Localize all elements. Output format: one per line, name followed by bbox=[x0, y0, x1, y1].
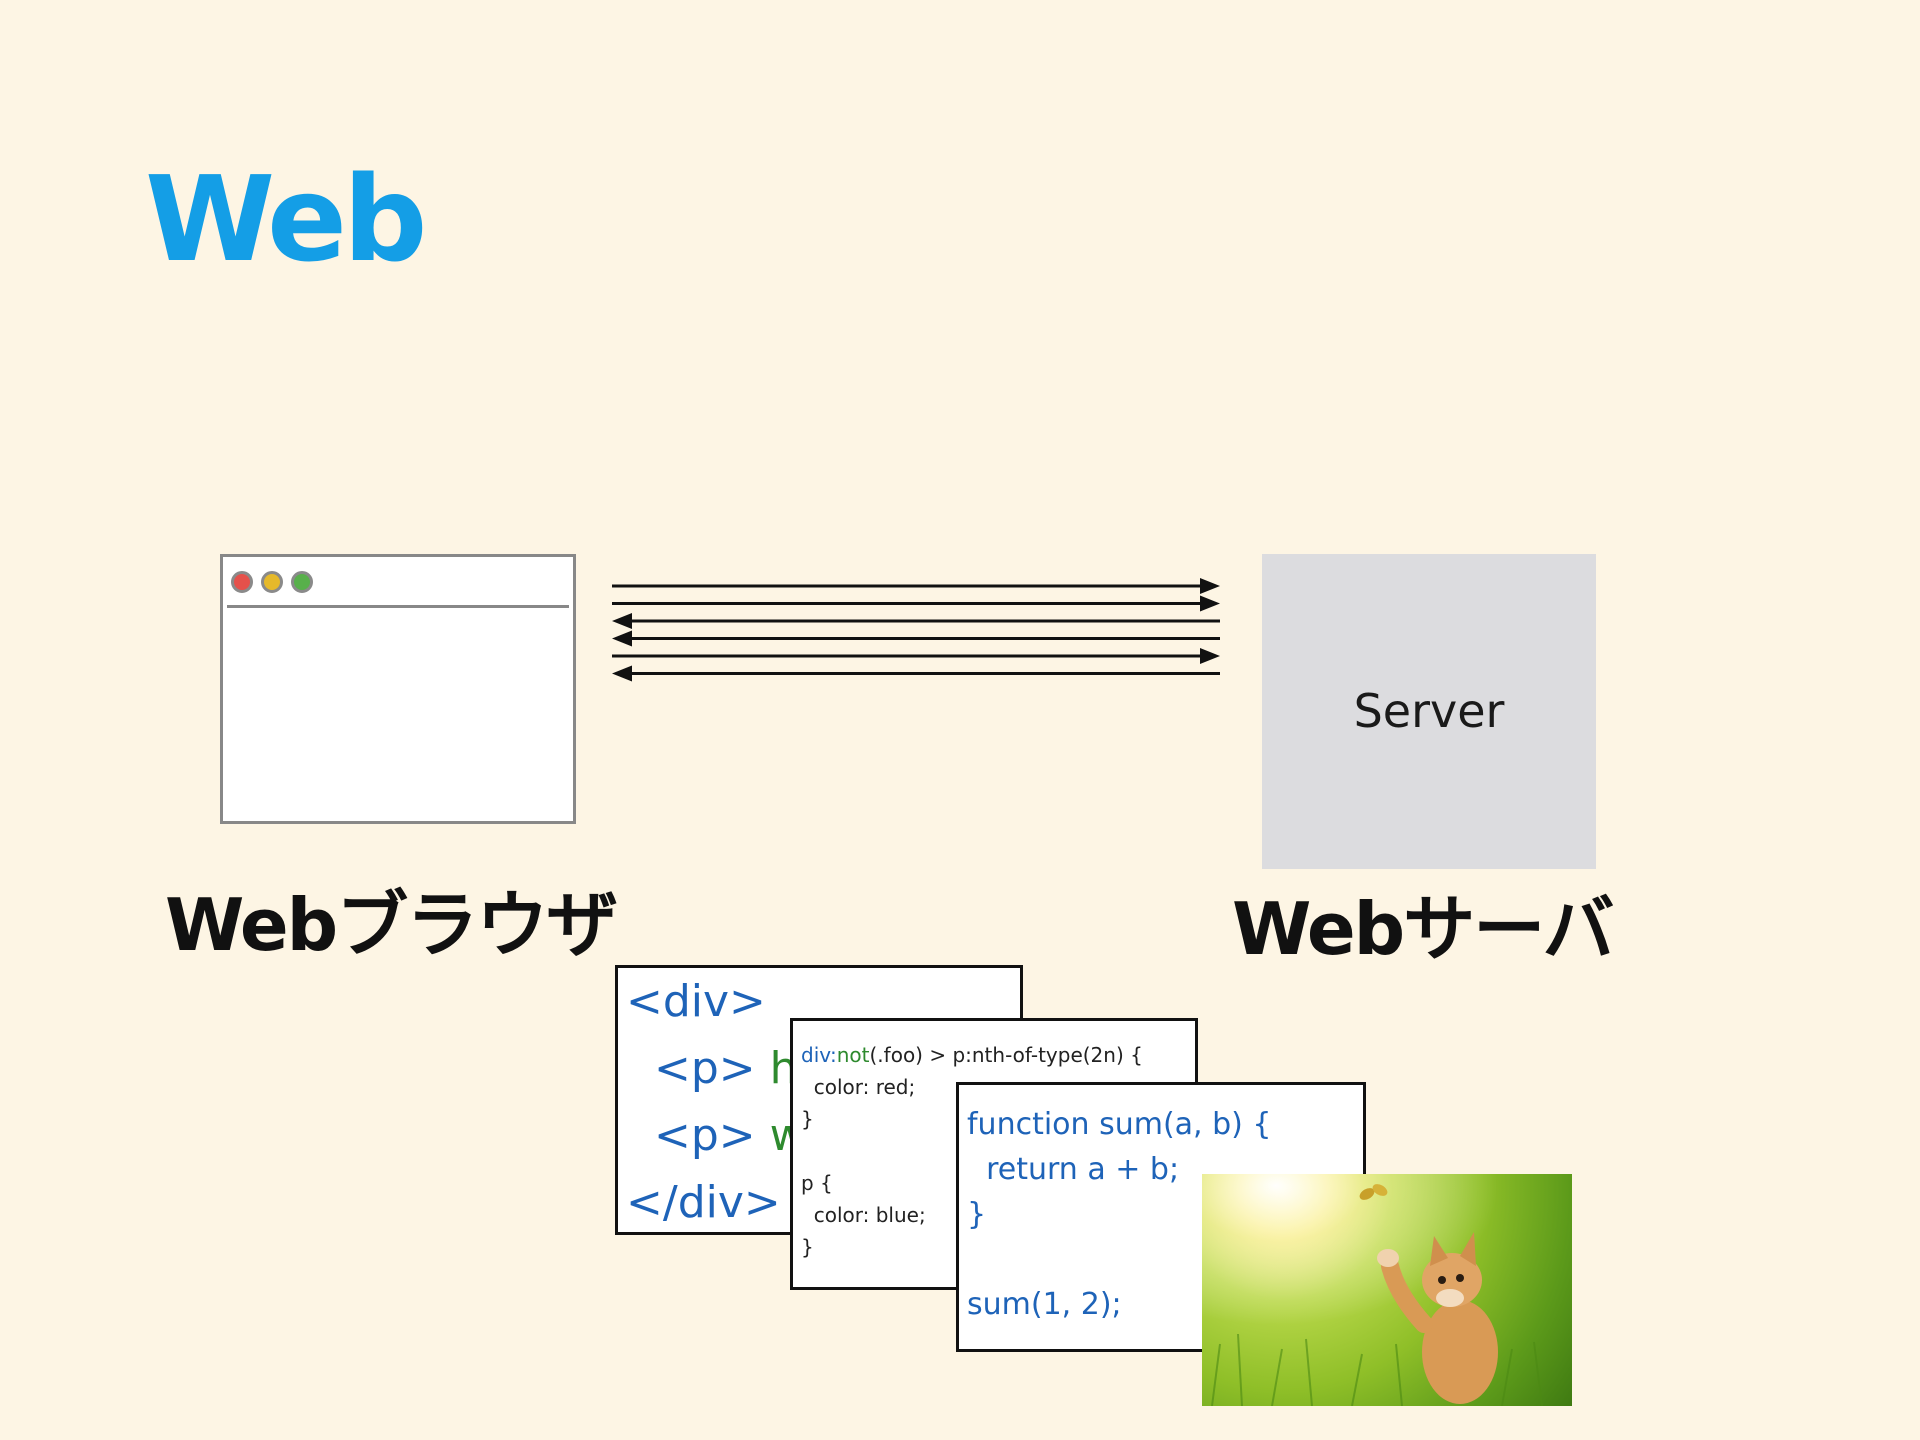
code-token: div: bbox=[801, 1043, 837, 1067]
minimize-dot-icon bbox=[261, 571, 283, 593]
kitten-illustration-icon bbox=[1202, 1174, 1572, 1406]
css-code-line: } bbox=[801, 1235, 814, 1259]
code-token: color: blue; bbox=[801, 1203, 926, 1227]
code-token: } bbox=[967, 1197, 987, 1232]
code-token: (.foo) > p:nth-of-type(2n) { bbox=[869, 1043, 1143, 1067]
arrow-right bbox=[612, 648, 1220, 664]
kitten-photo bbox=[1202, 1174, 1572, 1406]
browser-window-illustration bbox=[220, 554, 576, 824]
arrow-left bbox=[612, 630, 1220, 647]
request-response-arrows bbox=[612, 578, 1220, 682]
code-token: } bbox=[801, 1107, 814, 1131]
arrow-left bbox=[612, 613, 1220, 629]
css-code-line: } bbox=[801, 1107, 814, 1131]
js-code-line: function sum(a, b) { bbox=[967, 1107, 1271, 1142]
css-code-line: p { bbox=[801, 1171, 833, 1195]
code-token: sum(1, 2); bbox=[967, 1287, 1122, 1322]
code-token: } bbox=[801, 1235, 814, 1259]
browser-label: Webブラウザ bbox=[165, 883, 618, 967]
code-token: <div> bbox=[626, 976, 766, 1027]
code-token: <p> bbox=[626, 1043, 770, 1094]
close-dot-icon bbox=[231, 571, 253, 593]
code-token: p { bbox=[801, 1171, 833, 1195]
js-code-line: return a + b; bbox=[967, 1152, 1179, 1187]
js-code-line: sum(1, 2); bbox=[967, 1287, 1122, 1322]
server-box: Server bbox=[1262, 554, 1596, 869]
css-code-line: color: red; bbox=[801, 1075, 916, 1099]
server-box-label: Server bbox=[1353, 684, 1505, 738]
arrow-right bbox=[612, 595, 1220, 612]
arrow-left bbox=[612, 665, 1220, 682]
css-code-line: div:not(.foo) > p:nth-of-type(2n) { bbox=[801, 1043, 1143, 1067]
maximize-dot-icon bbox=[291, 571, 313, 593]
code-token: </div> bbox=[626, 1177, 781, 1228]
css-code-line: color: blue; bbox=[801, 1203, 926, 1227]
browser-toolbar-divider bbox=[227, 605, 569, 608]
slide-title: Web bbox=[145, 150, 427, 288]
code-token: color: red; bbox=[801, 1075, 916, 1099]
html-code-line: <p> w bbox=[626, 1110, 806, 1161]
code-token: not bbox=[836, 1043, 870, 1067]
code-token: return a + b; bbox=[967, 1152, 1180, 1187]
code-token: <p> bbox=[626, 1110, 770, 1161]
arrow-right bbox=[612, 578, 1220, 594]
code-token: function sum(a, b) { bbox=[967, 1107, 1272, 1142]
html-code-line: <div> bbox=[626, 976, 766, 1027]
js-code-line: } bbox=[967, 1197, 986, 1232]
server-label: Webサーバ bbox=[1232, 887, 1615, 971]
html-code-line: </div> bbox=[626, 1177, 781, 1228]
